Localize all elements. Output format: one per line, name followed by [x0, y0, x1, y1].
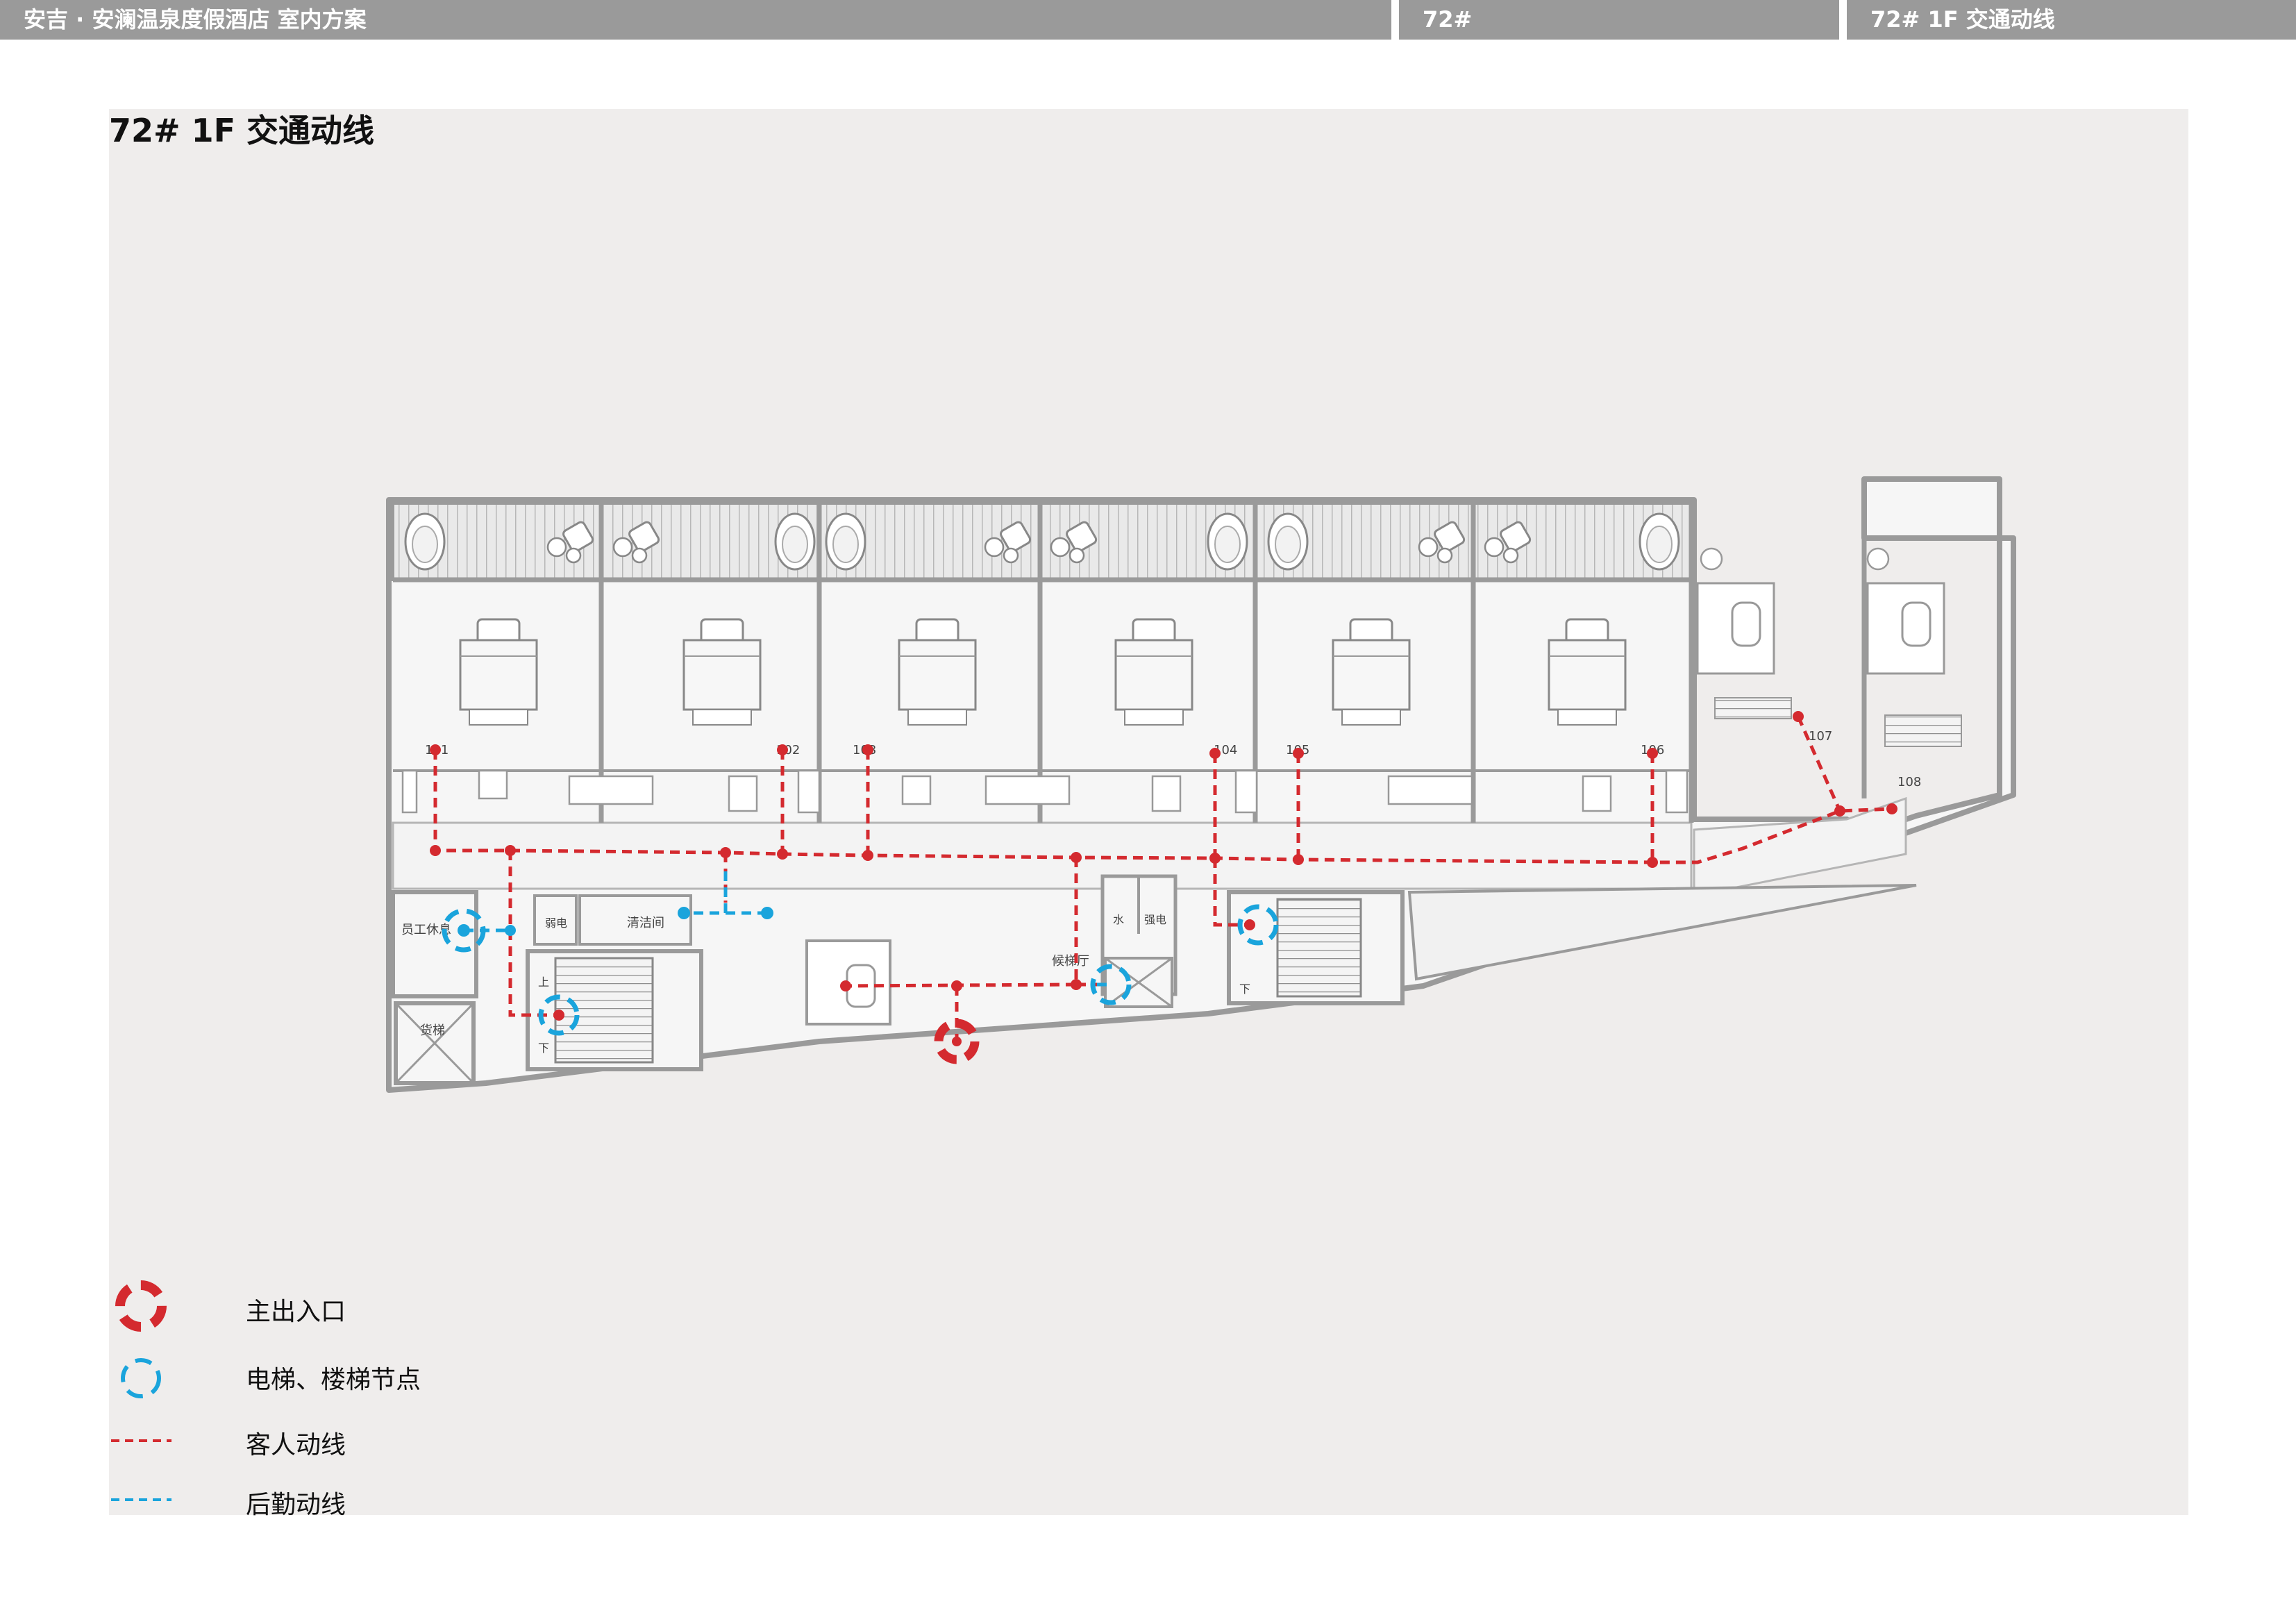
label-waiting-hall: 候梯厅	[1052, 954, 1089, 969]
label-up: 上	[538, 976, 549, 989]
label-room-108: 108	[1897, 775, 1921, 789]
label-staff-lounge: 员工休息	[401, 923, 451, 937]
legend-staff-route-label: 后勤动线	[246, 1491, 346, 1519]
legend-node-icon	[121, 1358, 161, 1398]
service-block	[391, 874, 1917, 1085]
sheet-title: 72# 1F 交通动线	[1870, 6, 2055, 33]
main-corridor	[392, 821, 1693, 890]
guest-room-furniture	[401, 512, 1962, 814]
building-number: 72#	[1423, 6, 1473, 33]
staff-route	[464, 871, 1111, 987]
vertical-nodes	[442, 904, 1279, 1036]
legend-symbols	[111, 1280, 171, 1501]
legend-entrance-icon	[115, 1280, 167, 1332]
header-sheet-bar: 72# 1F 交通动线	[1847, 0, 2296, 40]
legend-guest-route-label: 客人动线	[246, 1431, 346, 1459]
project-title: 安吉 · 安澜温泉度假酒店 室内方案	[24, 6, 367, 33]
label-freight-elevator: 货梯	[420, 1023, 445, 1038]
legend-main-entrance-label: 主出入口	[246, 1298, 346, 1326]
legend-vertical-node-label: 电梯、楼梯节点	[246, 1366, 421, 1394]
label-water: 水	[1113, 913, 1124, 926]
label-strong-electric: 强电	[1144, 913, 1166, 926]
label-down-2: 下	[1239, 982, 1250, 996]
label-weak-electric: 弱电	[545, 916, 567, 930]
label-down: 下	[538, 1041, 549, 1055]
label-cleaning-room: 清洁间	[627, 916, 664, 930]
header-project-bar: 安吉 · 安澜温泉度假酒店 室内方案	[0, 0, 1391, 40]
main-entrance-marker	[934, 1019, 980, 1064]
drawing-title: 72# 1F 交通动线	[109, 112, 375, 149]
header-building-bar: 72#	[1399, 0, 1839, 40]
staff-route-nodes	[458, 907, 773, 937]
label-room-107: 107	[1809, 729, 1832, 744]
guest-route-nodes	[430, 711, 1897, 1021]
room-partitions	[393, 479, 1867, 823]
